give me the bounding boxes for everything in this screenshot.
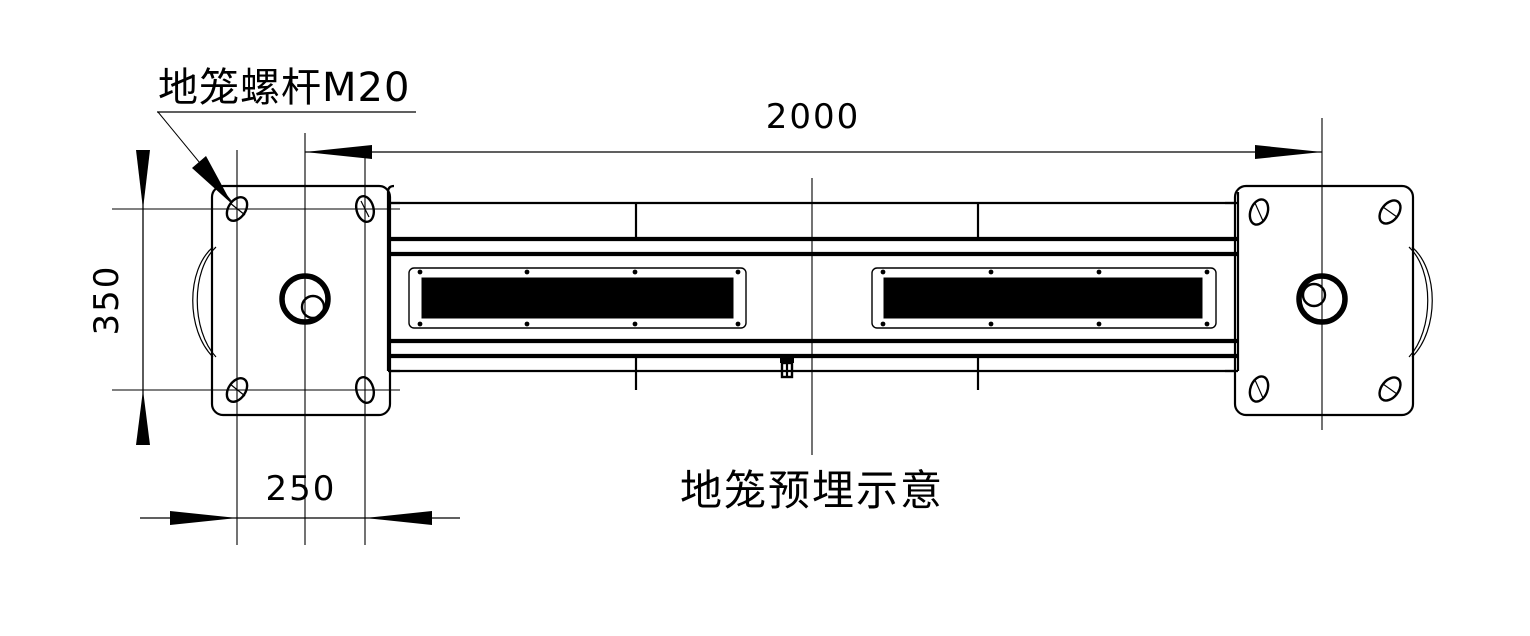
panel-left-dot-4 [735,269,741,275]
left-plate-bolt-holes [225,195,376,404]
bolt-hole-top-right [354,195,376,223]
panel-right-dot-8 [1204,321,1210,327]
bolt-hole-bottom-left-slot [229,383,246,397]
callout-leader-arrow [192,156,232,204]
cable-bracket-plate [780,358,794,363]
dim-250-arrow-left [170,511,237,525]
bolt-hole-bottom-right [354,376,376,404]
panel-left-dot-5 [417,321,423,327]
panel-right-fill [883,277,1203,319]
bolt-hole-right-top-left-slot [1254,202,1264,222]
panel-left-fill [421,277,734,319]
bolt-hole-right-bottom-left [1248,375,1270,403]
dimension-overall-length: 2000 [305,97,1322,159]
panel-left-dot-8 [735,321,741,327]
dim-2000-text: 2000 [766,97,861,137]
panel-left-dot-7 [632,321,638,327]
dim-250-arrow-right [365,511,432,525]
panel-right-dot-6 [988,321,994,327]
panel-right-dot-3 [1096,269,1102,275]
right-plate-outline [1233,184,1415,417]
dimension-plate-height: 350 [87,150,150,445]
right-plate-arc-outer [1411,246,1433,358]
left-plate-arc-outer [192,246,214,358]
center-boss-right-inner [1301,282,1327,308]
fixture-body [386,184,1240,390]
black-panel-right [871,267,1217,329]
left-plate-arc-inner [196,246,217,358]
center-boss-left-outer [279,273,331,325]
cable-bracket [780,358,794,379]
dim-350-arrow-top [136,150,150,209]
drawing-title: 地笼预埋示意 [680,466,944,515]
dim-350-arrow-bottom [136,390,150,445]
center-boss-right-outer [1296,273,1348,325]
panel-right-dot-5 [880,321,886,327]
dim-2000-arrow-right [1255,145,1322,159]
left-base-plate [192,184,400,417]
bolt-hole-right-bottom-right-slot [1382,383,1398,395]
center-boss-left-inner [300,294,326,320]
left-plate-outline [210,184,392,417]
right-plate-arc-inner [1408,246,1429,358]
bolt-hole-top-left-slot [229,202,246,216]
bolt-hole-right-bottom-left-slot [1254,379,1264,399]
panel-right-dot-4 [1204,269,1210,275]
right-plate-bolt-holes [1248,198,1402,403]
panel-left-dot-6 [524,321,530,327]
bolt-hole-top-right-slot [360,200,370,218]
panel-left-dot-3 [632,269,638,275]
bolt-hole-right-top-left [1248,198,1270,226]
black-panel-left [408,267,747,329]
panel-right-dot-1 [880,269,886,275]
callout-anchor-bolt: 地笼螺杆M20 [157,65,416,204]
panel-left-dot-2 [524,269,530,275]
dim-2000-arrow-left [305,145,372,159]
callout-label: 地笼螺杆M20 [158,65,410,111]
panel-left-dot-1 [417,269,423,275]
dim-350-text: 350 [87,265,127,336]
panel-right-dot-7 [1096,321,1102,327]
dimension-plate-width: 250 [140,469,460,525]
right-base-plate [1225,184,1433,417]
dim-250-text: 250 [266,469,337,509]
panel-right-dot-2 [988,269,994,275]
bolt-hole-right-top-right-slot [1382,206,1398,218]
